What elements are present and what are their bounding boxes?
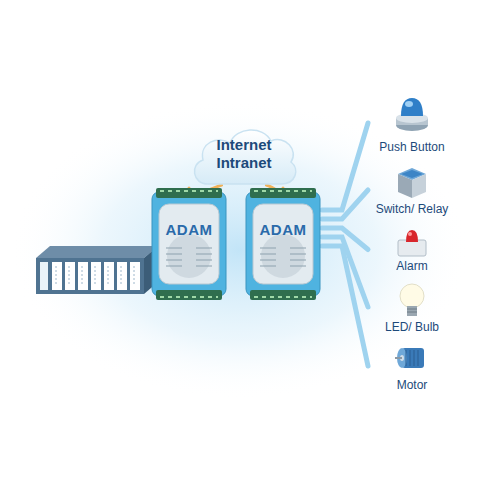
background-glow	[10, 100, 470, 400]
io-module: ADAM	[244, 188, 322, 300]
node-label: Push Button	[368, 140, 456, 154]
adam-module	[150, 188, 228, 300]
io-module: ADAM	[150, 188, 228, 300]
node-label: Alarm	[368, 259, 456, 273]
daq-rack	[36, 246, 158, 294]
device-node: LED/ Bulb	[368, 280, 456, 334]
io-wire	[322, 246, 368, 366]
node-label: Switch/ Relay	[368, 202, 456, 216]
device-node: Push Button	[368, 92, 456, 154]
node-label: Internet Intranet	[204, 136, 284, 172]
node-label: ADAM	[244, 221, 322, 238]
device-node: Motor	[368, 340, 456, 392]
adam-module	[244, 188, 322, 300]
io-wire	[322, 190, 368, 219]
node-label: ADAM	[150, 221, 228, 238]
node-label: LED/ Bulb	[368, 320, 456, 334]
node-label: Motor	[368, 378, 456, 392]
device-node: Alarm	[368, 226, 456, 273]
network-cloud: Internet Intranet	[188, 122, 300, 188]
device-node: Switch/ Relay	[368, 164, 456, 216]
